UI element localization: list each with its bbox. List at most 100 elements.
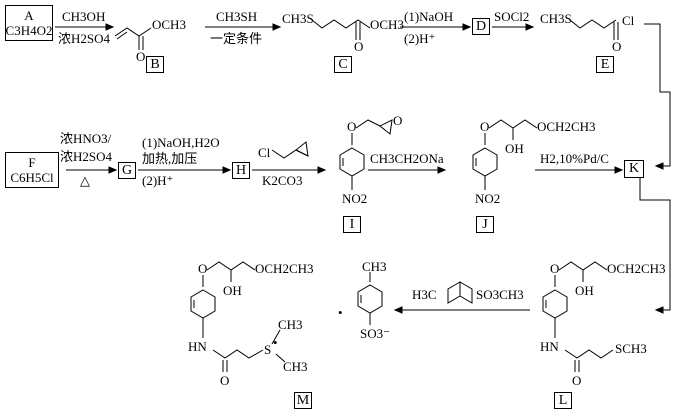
compound-h-box: H xyxy=(232,162,250,179)
compound-d-label: D xyxy=(475,18,487,34)
reagent-g-h-1: (1)NaOH,H2O xyxy=(142,135,220,150)
arrow-head-a-b xyxy=(105,23,115,31)
l-benzene-ring xyxy=(542,289,568,319)
l-o-text: O xyxy=(550,261,560,276)
arrow-head-k-l xyxy=(654,306,664,314)
compound-l-label: L xyxy=(558,392,568,408)
compound-k-box: K xyxy=(624,160,644,178)
compound-g-label: G xyxy=(121,162,133,178)
arrow-head-d-e xyxy=(525,23,535,31)
epichlorohydrin-chain xyxy=(271,149,309,159)
reagent-j-k-top: H2,10%Pd/C xyxy=(540,151,609,166)
compound-f-formula: C6H5Cl xyxy=(10,170,54,185)
m-s-dot: • xyxy=(273,335,278,350)
compound-f-box: F C6H5Cl xyxy=(5,152,59,188)
m-ch3b-text: CH3 xyxy=(283,359,308,374)
arrow-head-f-g xyxy=(108,166,118,174)
m-ch3a-text: CH3 xyxy=(278,317,303,332)
l-oet-text: OCH2CH3 xyxy=(607,261,666,276)
arrow-head-c-d xyxy=(462,23,472,31)
compound-j-box: J xyxy=(476,216,494,233)
reagent-d-e-top: SOCl2 xyxy=(494,9,530,24)
m-s-text: S xyxy=(264,342,272,357)
arrow-head-e-k xyxy=(654,162,664,170)
arrow-head-b-c xyxy=(272,23,282,31)
m-o2-text: O xyxy=(220,373,230,388)
reagent-i-j-top: CH3CH2ONa xyxy=(370,151,444,166)
reagent-l-m-so3ch3: SO3CH3 xyxy=(476,287,524,302)
anion-ch3-text: CH3 xyxy=(362,259,387,274)
compound-j-label: J xyxy=(482,216,488,232)
compound-a-label: A xyxy=(24,8,34,23)
compound-g-box: G xyxy=(118,162,136,179)
e-skeleton xyxy=(569,19,617,29)
b-ester-text: OCH3 xyxy=(152,17,186,32)
l-o2-text: O xyxy=(572,373,582,388)
reagent-h-i-bottom: K2CO3 xyxy=(262,173,303,188)
reagent-f-g-3: △ xyxy=(80,173,90,188)
tosylate-ring-half xyxy=(459,281,473,304)
i-ring-o-text: O xyxy=(393,113,403,128)
tosylate-ring-half2 xyxy=(447,281,461,304)
compound-c-label: C xyxy=(338,56,348,72)
e-cl-text: Cl xyxy=(622,13,635,28)
m-benzene-ring xyxy=(190,289,216,319)
arrow-head-l-m xyxy=(393,306,403,314)
compound-i-label: I xyxy=(349,216,355,232)
m-amide-chain xyxy=(212,349,264,359)
reagent-c-d-top: (1)NaOH xyxy=(404,9,454,24)
compound-m-box: M xyxy=(294,392,312,409)
reagent-f-g-2: 浓H2SO4 xyxy=(60,149,113,164)
reagent-c-d-bottom: (2)H⁺ xyxy=(404,31,436,46)
compound-h-label: H xyxy=(235,162,247,178)
l-chain xyxy=(558,261,608,271)
m-oet-text: OCH2CH3 xyxy=(255,261,314,276)
e-ch3s-text: CH3S xyxy=(540,11,572,26)
j-o-text: O xyxy=(480,119,490,134)
l-sch3-text: SCH3 xyxy=(615,341,647,356)
b-skeleton xyxy=(114,27,152,37)
j-benzene-ring xyxy=(472,147,498,177)
compound-a-box: A C3H4O2 xyxy=(5,5,53,41)
c-ch3s-text: CH3S xyxy=(282,11,314,26)
b-double-bond xyxy=(116,31,128,40)
m-s-ch3a xyxy=(271,329,281,345)
m-hn-text: HN xyxy=(188,339,207,354)
compound-f-label: F xyxy=(28,155,36,170)
anion-benzene-ring xyxy=(357,284,383,314)
connector-e-k xyxy=(644,23,671,167)
m-chain xyxy=(206,261,256,271)
compound-b-box: B xyxy=(146,56,164,73)
i-o-text: O xyxy=(347,119,357,134)
compound-c-box: C xyxy=(334,56,352,73)
reagent-f-g-1: 浓HNO3/ xyxy=(60,131,112,146)
anion-so3-text: SO3⁻ xyxy=(360,326,390,341)
arrow-head-g-h xyxy=(222,166,232,174)
epichlorohydrin-ring xyxy=(295,141,309,157)
i-chain xyxy=(355,119,381,129)
l-oh-text: OH xyxy=(575,283,594,298)
l-amide-chain xyxy=(564,349,614,359)
c-ester-text: OCH3 xyxy=(370,17,404,32)
c-skeleton xyxy=(311,19,371,29)
j-chain xyxy=(488,119,538,129)
compound-d-box: D xyxy=(472,18,490,35)
i-epoxide xyxy=(379,119,393,135)
anion-dot: • xyxy=(338,305,343,320)
reagent-g-h-2: 加热,加压 xyxy=(142,151,198,166)
reagent-g-h-3: (2)H⁺ xyxy=(142,173,174,188)
j-oet-text: OCH2CH3 xyxy=(537,119,596,134)
m-s-ch3b xyxy=(275,353,286,363)
arrow-head-j-k xyxy=(614,166,624,174)
arrow-head-i-j xyxy=(437,166,447,174)
i-benzene-ring xyxy=(339,147,365,177)
reagent-l-m-h3c: H3C xyxy=(412,287,437,302)
c-o-text: O xyxy=(354,39,364,54)
compound-i-box: I xyxy=(343,216,361,233)
reagent-a-b-bottom: 浓H2SO4 xyxy=(58,31,111,46)
reagent-h-i-top: Cl xyxy=(258,145,271,160)
connector-k-l xyxy=(639,178,671,311)
arrow-head-h-i xyxy=(317,166,327,174)
e-o-text: O xyxy=(612,39,622,54)
